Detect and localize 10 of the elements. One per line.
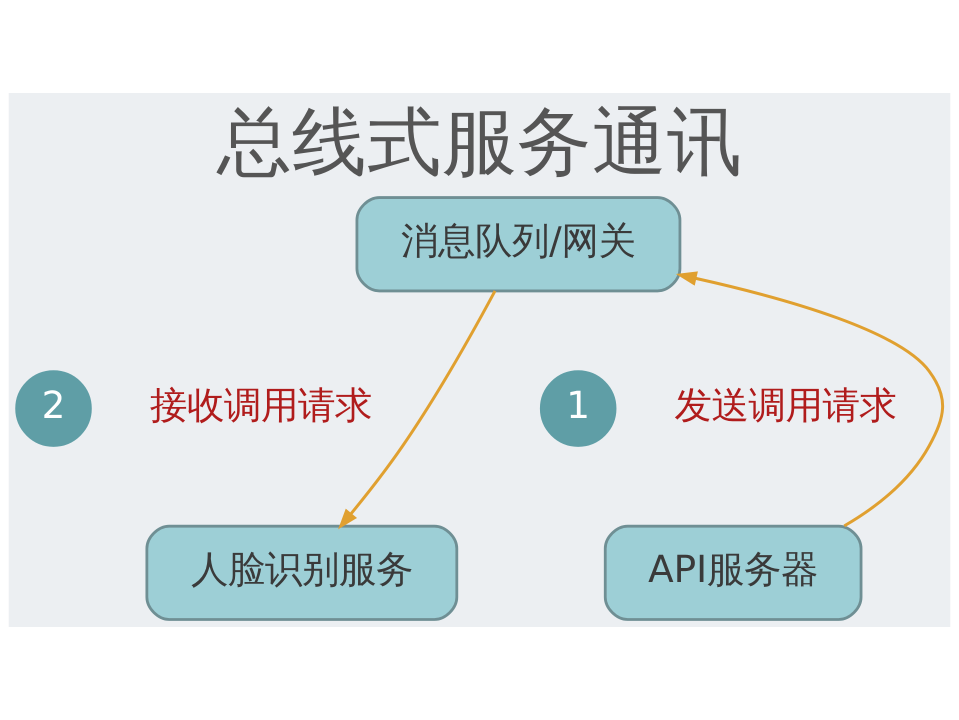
node-circle: 2	[15, 370, 92, 447]
node-label: 发送调用请求	[674, 382, 896, 427]
node-box: API服务器	[604, 524, 862, 621]
node-box: 消息队列/网关	[356, 196, 682, 292]
arrow	[676, 271, 944, 528]
node-label: 接收调用请求	[150, 382, 372, 427]
diagram-title: 总线式服务通讯	[217, 98, 742, 186]
node-box: 人脸识别服务	[145, 524, 458, 621]
arrow	[338, 290, 496, 530]
node-circle: 1	[540, 370, 616, 447]
